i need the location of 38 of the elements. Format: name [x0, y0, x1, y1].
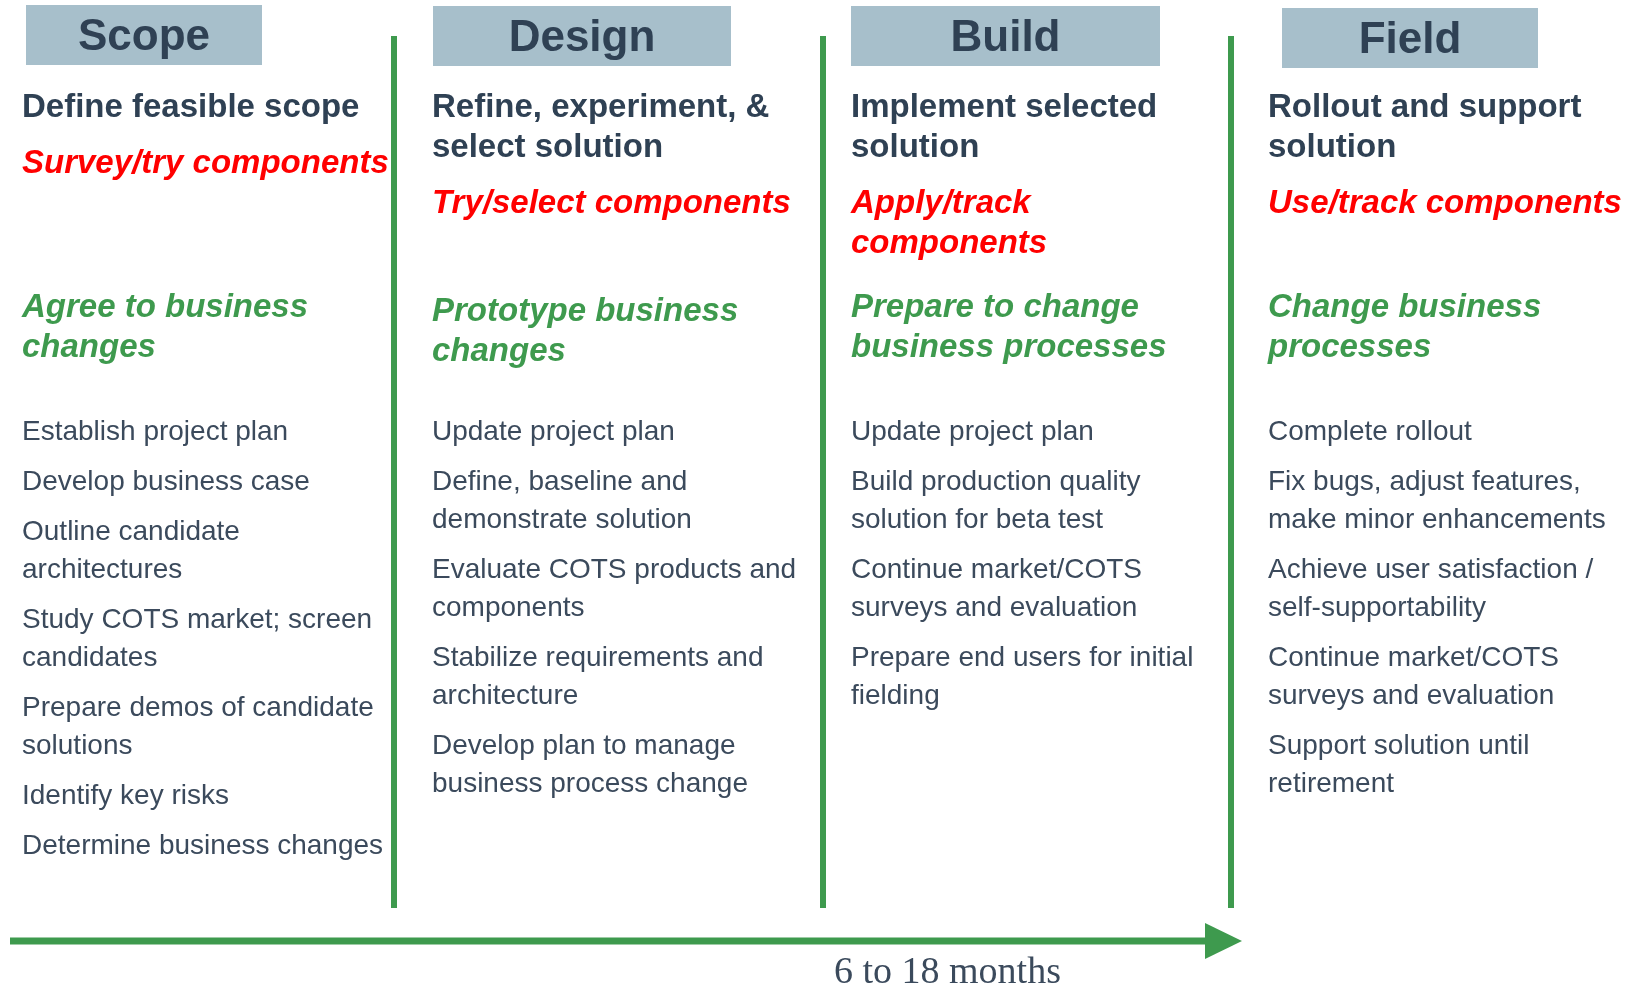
task-item: Prepare demos of candidate solutions: [22, 690, 375, 762]
task-item: Evaluate COTS products and components: [432, 552, 798, 624]
component-activity: Use/track components: [1268, 182, 1623, 222]
task-item: Fix bugs, adjust features, make minor enhancements: [1268, 464, 1607, 536]
task-item: Define, baseline and demonstrate solution: [432, 464, 693, 536]
task-item: Stabilize requirements and architecture: [432, 640, 765, 712]
phase-goal: Implement selected solution: [851, 86, 1159, 166]
phase-goal: Refine, experiment, & select solution: [432, 86, 771, 166]
task-item: Study COTS market; screen candidates: [22, 602, 374, 674]
task-item: Prepare end users for initial fielding: [851, 640, 1195, 712]
component-activity: Try/select components: [432, 182, 792, 222]
task-item: Establish project plan: [22, 414, 290, 448]
business-activity: Prototype business changes: [432, 290, 740, 370]
phase-goal: Rollout and support solution: [1268, 86, 1583, 166]
business-activity: Agree to business changes: [22, 286, 310, 366]
phase-goal: Define feasible scope: [22, 86, 361, 126]
task-item: Build production quality solution for beta test: [851, 464, 1142, 536]
task-item: Outline candidate architectures: [22, 514, 241, 586]
task-item: Update project plan: [432, 414, 676, 448]
task-item: Continue market/COTS surveys and evaluation: [1268, 640, 1560, 712]
phase-header: Build: [851, 6, 1160, 66]
duration-label: 6 to 18 months: [834, 948, 1061, 986]
component-activity: Apply/track components: [851, 182, 1049, 262]
task-item: Develop plan to manage business process change: [432, 728, 749, 800]
component-activity: Survey/try components: [22, 142, 390, 182]
phase-header: Field: [1282, 8, 1538, 68]
task-item: Update project plan: [851, 414, 1095, 448]
business-activity: Prepare to change business processes: [851, 286, 1168, 366]
task-item: Develop business case: [22, 464, 311, 498]
task-item: Identify key risks: [22, 778, 230, 812]
task-item: Determine business changes: [22, 828, 385, 862]
business-activity: Change business processes: [1268, 286, 1543, 366]
task-item: Continue market/COTS surveys and evaluation: [851, 552, 1143, 624]
task-item: Achieve user satisfaction / self-supportability: [1268, 552, 1595, 624]
phase-header: Scope: [26, 5, 262, 65]
task-item: Support solution until retirement: [1268, 728, 1531, 800]
task-item: Complete rollout: [1268, 414, 1473, 448]
phase-header: Design: [433, 6, 731, 66]
